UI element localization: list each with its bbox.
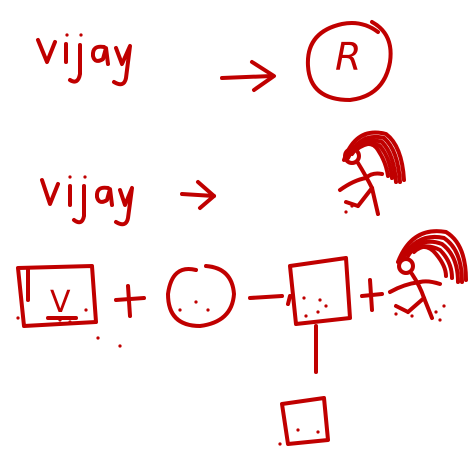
- row2-arrow-icon: [180, 180, 216, 210]
- circle-letter: R: [335, 35, 361, 79]
- box-dots-icon: [286, 256, 352, 326]
- box-v-icon: V: [16, 264, 122, 348]
- circle-r-icon: R: [305, 20, 393, 102]
- box-letter: V: [50, 285, 71, 320]
- girl-figure-icon-1: [338, 130, 406, 216]
- plus-sign-1: [114, 284, 146, 318]
- small-box-icon: [278, 396, 330, 446]
- girl-figure-icon-2: [388, 229, 468, 322]
- plus-sign-2: [360, 278, 384, 312]
- circle-dots-icon: [166, 264, 236, 328]
- row1-word-vijay: [36, 33, 132, 87]
- row2-word-vijay: [40, 175, 134, 227]
- row1-arrow-icon: [220, 60, 276, 92]
- dash-line: [248, 294, 284, 300]
